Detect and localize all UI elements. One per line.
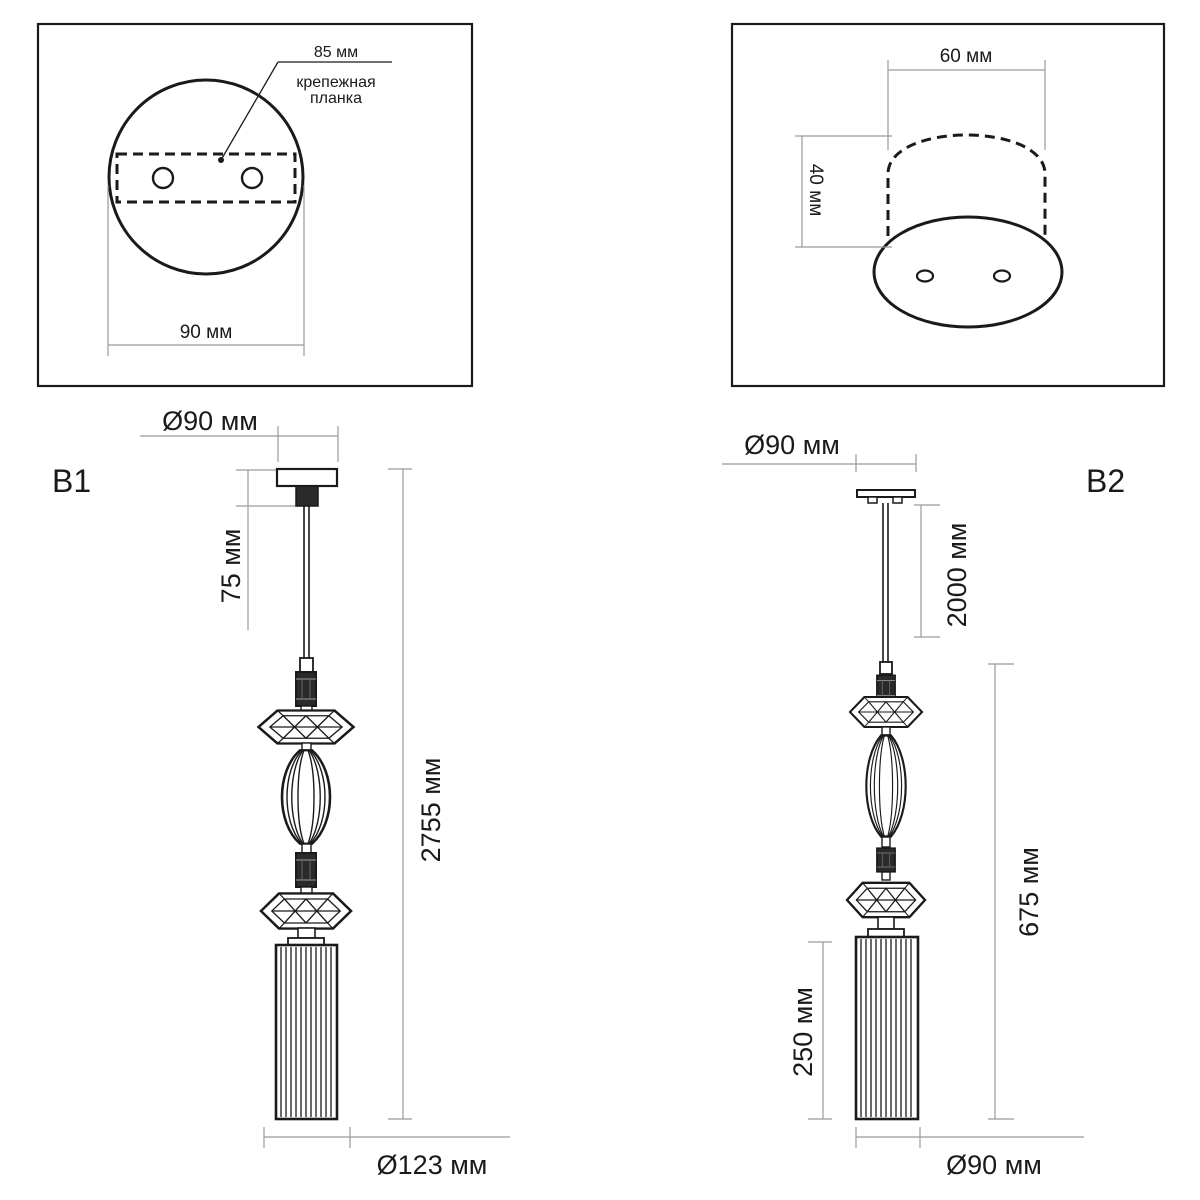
bracket-hole-left xyxy=(151,166,175,190)
plate-hole-right xyxy=(992,269,1012,283)
b2-canopy-plate xyxy=(856,489,916,498)
b2-ornament-lower xyxy=(845,881,927,919)
bracket-dashed-outline xyxy=(886,133,1047,236)
b1-lamp-body xyxy=(257,467,355,1121)
b2-shade-ribs xyxy=(860,939,912,1117)
b2-cable-collar xyxy=(879,661,893,675)
b1-canopy-diameter-label: Ø90 мм xyxy=(162,406,258,436)
canopy-top-circle xyxy=(107,78,305,276)
bracket-height-label: 40 мм xyxy=(805,164,826,217)
variant-b1-drawing: B1 Ø90 мм 75 мм xyxy=(52,406,510,1180)
b1-coupler-upper xyxy=(295,671,317,707)
b2-ribbed-shade xyxy=(854,935,920,1121)
bracket-name-line2: планка xyxy=(310,90,362,107)
b2-shade-diameter-label: Ø90 мм xyxy=(946,1150,1042,1180)
canopy-plate-ellipse xyxy=(872,215,1064,329)
variant-b1-title: B1 xyxy=(52,463,91,499)
mounting-bracket-outline xyxy=(115,152,297,204)
b1-canopy-coupler xyxy=(295,485,319,507)
mount-side-view: 60 мм 40 мм xyxy=(730,22,1166,388)
b1-canopy xyxy=(275,467,339,488)
b2-shade-height-label: 250 мм xyxy=(788,987,818,1077)
b1-shade-diameter-label: Ø123 мм xyxy=(377,1150,488,1180)
b1-ornament-lower xyxy=(259,892,353,930)
b1-shade-ribs xyxy=(280,947,332,1117)
variant-b2-drawing: B2 Ø90 мм xyxy=(722,430,1125,1180)
mount-top-view-frame xyxy=(36,22,474,388)
b1-cable-collar xyxy=(299,657,314,673)
bracket-size-label: 85 мм xyxy=(314,44,358,61)
b2-spindle xyxy=(865,734,907,838)
b1-coupler-lower xyxy=(295,852,317,888)
variant-b2-title: B2 xyxy=(1086,463,1125,499)
plate-hole-left xyxy=(915,269,935,283)
mount-top-view: 85 мм крепежная планка 90 мм xyxy=(36,22,474,388)
b1-canopy-height-label: 75 мм xyxy=(216,529,246,604)
b2-lamp-body xyxy=(845,489,927,1121)
b2-body-height-label: 675 мм xyxy=(1014,847,1044,937)
b1-total-height-label: 2755 мм xyxy=(416,758,446,863)
mount-side-view-frame xyxy=(730,22,1166,388)
b2-cable-length-label: 2000 мм xyxy=(942,523,972,628)
bracket-leader-line xyxy=(220,61,279,161)
b2-coupler-lower xyxy=(876,847,896,873)
b1-spindle xyxy=(280,748,332,846)
b2-ornament-upper xyxy=(848,695,924,729)
b1-ornament-upper xyxy=(257,709,355,745)
bracket-width-label: 60 мм xyxy=(940,46,993,67)
bracket-name-line1: крепежная xyxy=(296,74,375,91)
canopy-width-label: 90 мм xyxy=(180,322,233,343)
bracket-hole-right xyxy=(240,166,264,190)
b2-canopy-diameter-label: Ø90 мм xyxy=(744,430,840,460)
